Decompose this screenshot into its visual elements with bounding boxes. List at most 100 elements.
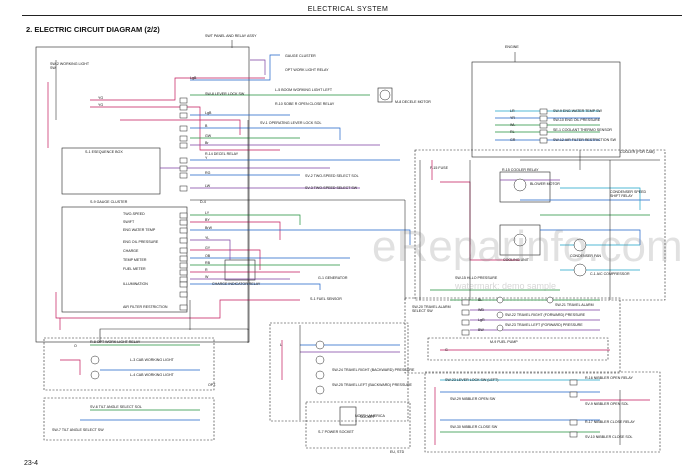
wire-code: L: [280, 343, 282, 347]
label-charge: CHARGE: [123, 249, 139, 253]
label-power-socket: S-7 POWER SOCKET: [318, 430, 354, 434]
label-illumination: ILLUMINATION: [123, 282, 148, 286]
label-fuel-sensor: S-1 FUEL SENSOR: [310, 297, 342, 301]
label-nibbler-open-sw: SW-29 NIBBLER OPEN SW: [450, 397, 496, 401]
label-oil-press: SW-10 ENG OIL PRESSURE: [553, 118, 601, 122]
label-pressure-sw: SW-15 HI-LO PRESSURE: [455, 276, 498, 280]
label-cab: COOLER (FOR CAB): [620, 150, 655, 154]
label-travel-alarm-sel: SW-20 TRAVEL ALARM SELECT SW: [412, 305, 451, 313]
nibbler-frame: [424, 371, 661, 453]
wire-code: BrW: [205, 226, 212, 230]
label-travel-right-back: SW-24 TRAVEL RIGHT (BACKWARD) PRESSURE: [332, 368, 415, 372]
wire-code: Y: [205, 156, 208, 160]
wire-code: O: [74, 344, 77, 348]
north-america-frame: [269, 322, 409, 422]
label-sequence-box: S-1 ESEQUENCE BOX: [85, 150, 123, 154]
wire-code: YG: [98, 96, 104, 100]
label-nibbler-close-sol: SV-10 NIBBLER CLOSE SOL: [585, 435, 633, 439]
label-opt: OPT.: [208, 383, 216, 387]
label-socket: SOCKET: [360, 415, 375, 419]
label-swift: SWIFT: [123, 220, 135, 224]
label-blower: BLOWER MOTOR: [530, 182, 560, 186]
travel-frame: [404, 297, 621, 374]
wire-code: BY: [205, 218, 210, 222]
label-two-speed-sol: SV-2 TWO-SPEED SELECT SOL: [305, 174, 359, 178]
label-travel-left-back: SW-25 TRAVEL LEFT (BACKWARD) PRESSURE: [332, 383, 412, 387]
label-lever-lock-left: SW-23 LEVER LOCK SW (LEFT): [445, 378, 499, 382]
pump-frame: [427, 337, 609, 361]
wire-code: W: [205, 275, 209, 279]
label-eu-std: EU, STD: [390, 450, 405, 454]
wire-code: LgB: [205, 111, 212, 115]
wire-code: B: [205, 124, 208, 128]
label-condenser-fan: CONDENSER FAN: [570, 254, 601, 258]
cooler-relay-box: [499, 171, 551, 203]
label-eng-oil: ENG OIL PRESSURE: [123, 240, 159, 244]
wire-code: LW: [205, 184, 211, 188]
charge-relay-box: [224, 259, 256, 281]
engine-frame: [471, 61, 621, 158]
label-north-america: NORTH AMERICA: [355, 414, 385, 418]
socket-box: [339, 406, 357, 426]
wire-code: OB: [205, 254, 211, 258]
wire-code: GY: [205, 246, 211, 250]
label-operating-lever: SV-1 OPERATING LEVER LOCK SOL: [260, 121, 322, 125]
label-two-speed: TWO-SPEED: [123, 212, 145, 216]
opt-work-frame: [43, 337, 215, 391]
label-cab-work-light: L-3 CAB WORKING LIGHT: [130, 358, 174, 362]
sequence-box: [61, 147, 161, 195]
label-fuel-meter: FUEL METER: [123, 267, 146, 271]
wire-code: WB: [478, 308, 484, 312]
wire-code: YL: [205, 236, 210, 240]
wire-code: LR: [510, 109, 515, 113]
label-charge-relay: CHARGE INDICATOR RELAY: [212, 282, 261, 286]
switch-panel-tab: [99, 328, 249, 343]
label-flow-relay: R-10 SOBE R OPEN CLOSE RELAY: [275, 102, 335, 106]
label-tilt-angle-sw: SW-7 TILT ANGLE SELECT SW: [52, 428, 104, 432]
cooling-unit-box: [499, 224, 541, 256]
label-water-temp: SW-9 ENG WATER TEMP SW: [553, 109, 602, 113]
label-generator: G-1 GENERATOR: [318, 276, 348, 280]
wire-code: RL: [510, 130, 515, 134]
label-fuel-sol: SV-3 TWO-SPEED SELECT SW: [305, 186, 358, 190]
label-cooling-unit: COOLING UNIT: [503, 258, 529, 262]
label-decel-relay: R-14 DECEL RELAY: [205, 152, 239, 156]
wire-code: YG: [98, 103, 104, 107]
label-decel-motor: M-8 DECELE MOTOR: [395, 100, 431, 104]
label-cluster-2: S-9 GAUGE CLUSTER: [90, 200, 128, 204]
label-engine: ENGINE: [505, 45, 519, 49]
label-switch-panel: SWT PANEL AND RELAY ASSY: [205, 34, 257, 38]
label-diode: D-4: [200, 200, 206, 204]
wire-code: R: [205, 268, 208, 272]
label-cooler-relay: R-15 COOLER RELAY: [502, 168, 539, 172]
watermark: eReparinfo.com: [372, 222, 683, 271]
label-coolant: SE-1 COOLANT THERMO SENSOR: [553, 128, 612, 132]
page-header: ELECTRICAL SYSTEM: [0, 0, 696, 22]
label-nibbler-close-sw: SW-30 NIBBLER CLOSE SW: [450, 425, 498, 429]
label-working-light-sw: SW-2 WORKING LIGHT SW: [50, 62, 90, 70]
wire-code: RB: [205, 261, 210, 265]
label-cab-work-light-2: L-4 CAB WORKING LIGHT: [130, 373, 174, 377]
label-fuse: F-15 FUSE: [430, 166, 448, 170]
label-compressor: C-1 A/C COMPRESSOR: [590, 272, 630, 276]
page-number: 23-4: [24, 460, 39, 467]
label-work-light-relay: OPT WORK LIGHT RELAY: [285, 68, 329, 72]
header-title: ELECTRICAL SYSTEM: [307, 6, 389, 13]
label-opt-work-relay: R-8 OPT WORK LIGHT RELAY: [90, 340, 141, 344]
label-travel-alarm: SW-21 TRAVEL ALARM: [555, 303, 594, 307]
label-air-restr: SW-12 AIR FILTER RESTRICTION SW: [553, 138, 616, 142]
wire-code: LgB: [190, 76, 197, 80]
wire-code: WL: [510, 123, 516, 127]
wire-code: YR: [510, 116, 515, 120]
wire-code: BW: [478, 328, 484, 332]
label-air-filter: AIR FILTER RESTRICTION: [123, 305, 168, 309]
wire-code: Br: [205, 141, 209, 145]
label-temp-meter: TEMP METER: [123, 258, 147, 262]
label-nibbler-close-relay: R-17 NIBBLER CLOSE RELAY: [585, 420, 635, 424]
tilt-frame: [43, 397, 215, 441]
wire-code: LgR: [478, 318, 485, 322]
switch-panel-frame: [35, 46, 250, 343]
label-condenser-relay: CONDENSER SPEED SHIFT RELAY: [610, 190, 647, 198]
wire-code: BL: [478, 298, 483, 302]
